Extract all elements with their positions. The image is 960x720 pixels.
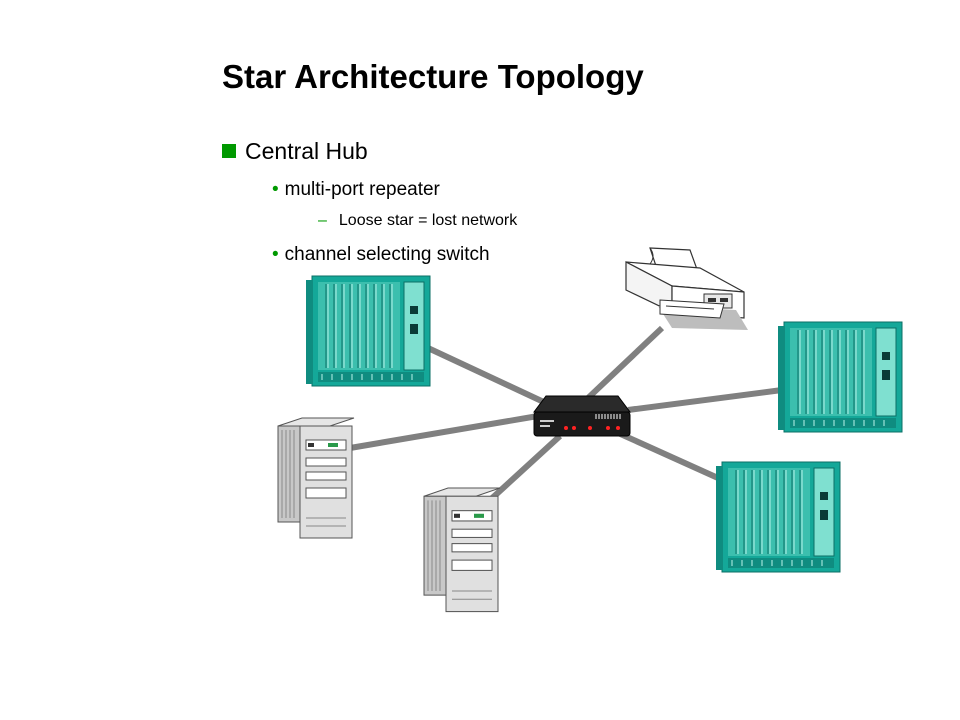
rack-icon — [777, 321, 903, 433]
tower-computer-icon — [423, 487, 501, 613]
dot-bullet-icon: • — [272, 179, 279, 200]
link-line — [487, 433, 563, 503]
square-bullet-icon — [222, 144, 236, 158]
tower-computer-icon — [277, 417, 355, 539]
rack-icon — [715, 461, 841, 573]
bullet-loose-star: –Loose star = lost network — [318, 212, 517, 230]
dot-bullet-icon: • — [272, 244, 279, 265]
bullet-central-hub: Central Hub — [222, 138, 368, 165]
slide-title: Star Architecture Topology — [222, 58, 644, 95]
link-line — [426, 345, 550, 407]
bullet-text: Central Hub — [245, 138, 368, 164]
link-line — [349, 413, 539, 451]
bullet-text: Loose star = lost network — [338, 212, 518, 229]
dash-bullet-icon: – — [318, 212, 327, 229]
bullet-channel-selecting-switch: •channel selecting switch — [272, 244, 490, 266]
bullet-multi-port-repeater: •multi-port repeater — [272, 179, 440, 201]
hub-icon — [533, 395, 631, 437]
bullet-text: multi-port repeater — [284, 179, 440, 200]
link-line — [614, 429, 720, 481]
rack-icon — [305, 275, 431, 387]
link-line — [627, 387, 783, 413]
bullet-text: channel selecting switch — [284, 244, 490, 265]
link-line — [585, 325, 665, 401]
printer-icon — [625, 247, 748, 330]
